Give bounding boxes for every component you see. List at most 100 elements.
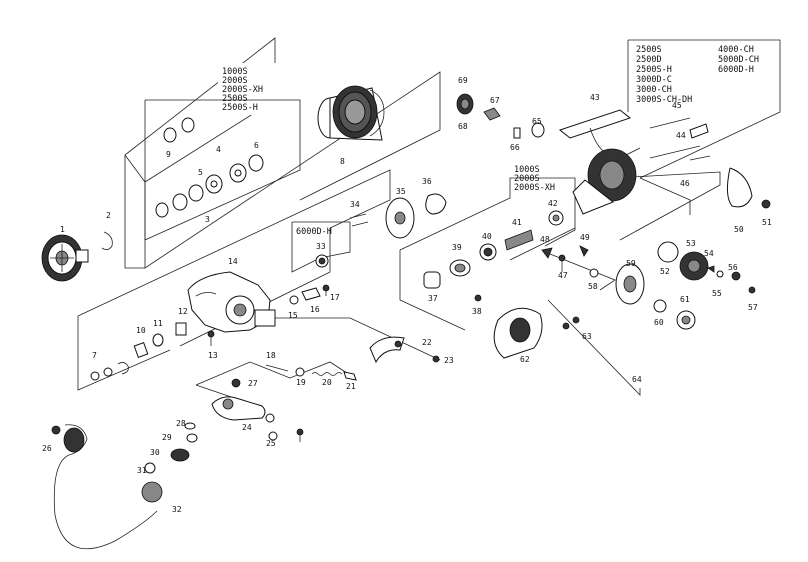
- part-label-24: 24: [242, 423, 252, 432]
- frame-parts-frame: [627, 39, 781, 179]
- spool-model-3: 2000S-XH: [222, 85, 263, 95]
- part-label-18: 18: [266, 351, 276, 360]
- part-label-46: 46: [680, 179, 690, 188]
- part-label-19: 19: [296, 378, 306, 387]
- part-label-6: 6: [254, 141, 259, 150]
- part-label-36: 36: [422, 177, 432, 186]
- part-label-12: 12: [178, 307, 188, 316]
- part-label-10: 10: [136, 326, 146, 335]
- part-label-65: 65: [532, 117, 542, 126]
- spool-model-5: 2500S-H: [222, 103, 258, 113]
- part-label-49: 49: [580, 233, 590, 242]
- part-label-11: 11: [153, 319, 163, 328]
- rotor-group-frame: [399, 177, 576, 331]
- part-label-48: 48: [540, 235, 550, 244]
- frame-model-left-5: 3000-CH: [636, 85, 672, 95]
- part-label-16: 16: [310, 305, 320, 314]
- part-label-37: 37: [428, 294, 438, 303]
- part-label-56: 56: [728, 263, 738, 272]
- part-label-66: 66: [510, 143, 520, 152]
- part-label-27: 27: [248, 379, 258, 388]
- part-label-33: 33: [316, 242, 326, 251]
- part-label-35: 35: [396, 187, 406, 196]
- mid-model-1: 6000D-H: [296, 227, 332, 237]
- part-label-54: 54: [704, 249, 714, 258]
- part-label-4: 4: [216, 145, 221, 154]
- part-label-63: 63: [582, 332, 592, 341]
- frame-model-list-left: 2500S 2500D 2500S-H 3000D-C 3000-CH 3000…: [636, 45, 692, 105]
- part-label-53: 53: [686, 239, 696, 248]
- part-label-28: 28: [176, 419, 186, 428]
- upper-left-subframe: [144, 99, 301, 241]
- part-label-43: 43: [590, 93, 600, 102]
- part-label-67: 67: [490, 96, 500, 105]
- part-label-59: 59: [626, 259, 636, 268]
- left-small-parts: [90, 322, 215, 381]
- part-label-2: 2: [106, 211, 111, 220]
- part-label-69: 69: [458, 76, 468, 85]
- part-label-58: 58: [588, 282, 598, 291]
- spool-model-4: 2500S: [222, 94, 248, 104]
- part-14-body: [187, 271, 276, 333]
- rotor-model-list: 1000S 2000S 2000S-XH: [514, 165, 555, 193]
- frame-model-left-3: 2500S-H: [636, 65, 672, 75]
- rotor-model-2: 2000S: [514, 174, 540, 184]
- part-label-31: 31: [137, 466, 147, 475]
- part-label-62: 62: [520, 355, 530, 364]
- part-label-64: 64: [632, 375, 642, 384]
- part-label-60: 60: [654, 318, 664, 327]
- part-label-41: 41: [512, 218, 522, 227]
- part-label-55: 55: [712, 289, 722, 298]
- part-32-handle: [51, 424, 163, 550]
- part-label-26: 26: [42, 444, 52, 453]
- parts-47-51: [558, 167, 771, 272]
- part-label-51: 51: [762, 218, 772, 227]
- part-label-8: 8: [340, 157, 345, 166]
- gear-group-frame: [544, 171, 721, 291]
- part-label-44: 44: [676, 131, 686, 140]
- washer-stack: [155, 117, 264, 218]
- part-8-spool: [317, 85, 385, 141]
- frame-model-right-1: 4000-CH: [718, 45, 754, 55]
- parts-37-42: [423, 210, 564, 302]
- parts-15-17: [289, 284, 330, 305]
- part-label-32: 32: [172, 505, 182, 514]
- part-label-50: 50: [734, 225, 744, 234]
- part-label-42: 42: [548, 199, 558, 208]
- part-label-22: 22: [422, 338, 432, 347]
- part-label-13: 13: [208, 351, 218, 360]
- part-label-38: 38: [472, 307, 482, 316]
- rotor-model-1: 1000S: [514, 165, 540, 175]
- part-label-29: 29: [162, 433, 172, 442]
- spool-model-list: 1000S 2000S 2000S-XH 2500S 2500S-H: [222, 67, 263, 113]
- mid-box-frame: [291, 221, 351, 273]
- lower-frame: [195, 299, 641, 401]
- part-label-23: 23: [444, 356, 454, 365]
- part-label-52: 52: [660, 267, 670, 276]
- frame-model-list-right: 4000-CH 5000D-CH 6000D-H: [718, 45, 759, 75]
- part-label-17: 17: [330, 293, 340, 302]
- parts-33-36: [315, 193, 447, 268]
- frame-model-left-6: 3000S-CH-DH: [636, 95, 692, 105]
- part-label-14: 14: [228, 257, 238, 266]
- part-label-57: 57: [748, 303, 758, 312]
- rotor-model-3: 2000S-XH: [514, 183, 555, 193]
- part-label-39: 39: [452, 243, 462, 252]
- parts-24-31: [144, 378, 304, 474]
- part-label-61: 61: [680, 295, 690, 304]
- spool-model-2: 2000S: [222, 76, 248, 86]
- part-label-9: 9: [166, 150, 171, 159]
- part-label-3: 3: [205, 215, 210, 224]
- part-label-21: 21: [346, 382, 356, 391]
- parts-62-63: [493, 307, 580, 359]
- parts-18-21: [265, 364, 357, 381]
- part-label-40: 40: [482, 232, 492, 241]
- parts-52-61: [589, 241, 756, 330]
- part-label-5: 5: [198, 168, 203, 177]
- frame-model-right-2: 5000D-CH: [718, 55, 759, 65]
- frame-model-left-2: 2500D: [636, 55, 662, 65]
- part-1: [41, 234, 89, 282]
- part-label-20: 20: [322, 378, 332, 387]
